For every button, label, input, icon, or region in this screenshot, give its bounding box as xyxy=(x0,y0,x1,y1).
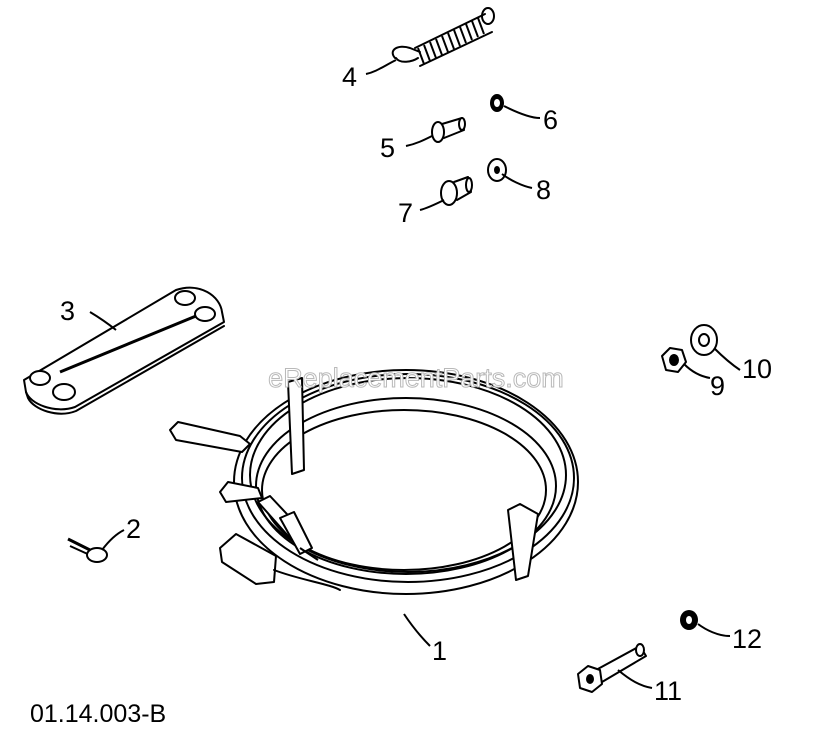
callout-3: 3 xyxy=(60,296,75,326)
leader-2 xyxy=(101,529,125,551)
part-1-cable-coil xyxy=(169,369,579,595)
callout-8: 8 xyxy=(536,175,551,205)
leader-3 xyxy=(89,311,117,331)
leader-1 xyxy=(403,613,431,647)
callout-1: 1 xyxy=(432,636,447,666)
part-3-bracket xyxy=(23,286,225,415)
watermark-text: eReplacementParts.com xyxy=(268,363,564,393)
callout-9: 9 xyxy=(710,371,725,401)
part-6-nut xyxy=(490,94,504,112)
part-4-spring xyxy=(391,7,495,67)
leader-4 xyxy=(365,59,397,75)
callout-2: 2 xyxy=(126,514,141,544)
part-11-bolt xyxy=(577,643,647,693)
part-12-nut xyxy=(680,610,698,630)
callout-11: 11 xyxy=(654,676,682,706)
callout-10: 10 xyxy=(742,354,772,384)
leader-12 xyxy=(697,623,731,637)
callout-7: 7 xyxy=(398,198,413,228)
part-9-nut xyxy=(661,347,687,373)
part-8-washer xyxy=(487,158,507,182)
callout-12: 12 xyxy=(732,624,762,654)
part-10-washer xyxy=(690,324,718,356)
leader-7 xyxy=(419,199,445,211)
leader-11 xyxy=(617,669,653,689)
part-5-pin xyxy=(431,117,466,143)
drawing-code-label: 01.14.003-B xyxy=(30,700,167,728)
leader-5 xyxy=(405,135,433,147)
leader-6 xyxy=(503,105,541,119)
leader-8 xyxy=(501,173,533,189)
callout-5: 5 xyxy=(380,133,395,163)
leader-10 xyxy=(713,347,741,371)
leader-lines xyxy=(89,59,741,689)
leader-9 xyxy=(683,363,711,379)
part-2-cotter-pin xyxy=(67,537,108,563)
callout-4: 4 xyxy=(342,62,357,92)
part-7-pin xyxy=(440,176,473,206)
callout-6: 6 xyxy=(543,105,558,135)
